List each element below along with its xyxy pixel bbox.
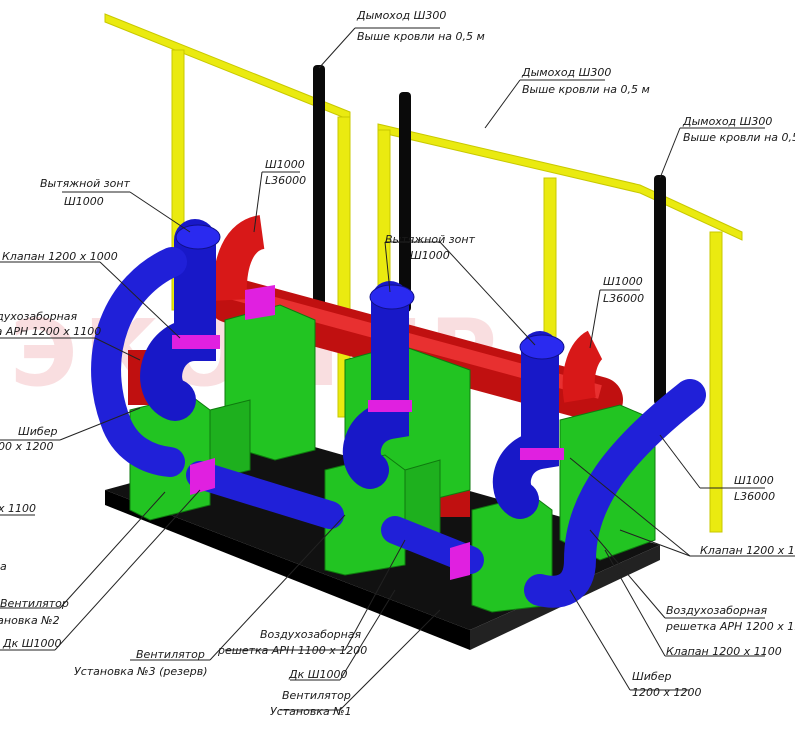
- leader-lines: [0, 27, 795, 711]
- chimney-pipe-2: [399, 92, 411, 312]
- chimney-pipe-1: [313, 65, 325, 315]
- exhaust-hood-2: [369, 284, 415, 310]
- label-grille-left-title: Воздухозаборная: [0, 310, 78, 323]
- label-valve-right-top: Клапан 1200 х 1000: [700, 544, 795, 557]
- label-duct-red-3-length: L36000: [734, 490, 776, 503]
- label-hood-2-title: Вытяжной зонт: [385, 233, 475, 246]
- label-hood-1-size: Ш1000: [64, 195, 104, 208]
- label-size-left: х 1100: [0, 502, 37, 515]
- label-fan-2-unit: Установка №2: [0, 614, 60, 627]
- label-dk-mid: Дк Ш1000: [289, 668, 348, 681]
- label-fan-3-title: Вентилятор: [136, 648, 205, 661]
- label-grille-mid-size: решетка АРН 1100 х 1200: [218, 644, 368, 657]
- label-grille-left-size: решетка АРН 1200 х 1100: [0, 325, 102, 338]
- base-platform-front: [105, 490, 470, 650]
- label-grille-mid-title: Воздухозаборная: [260, 628, 362, 641]
- label-damper-right-title: Шибер: [632, 670, 672, 683]
- label-fan-3-unit: Установка №3 (резерв): [74, 665, 208, 678]
- label-fan-1-unit: Установка №1: [270, 705, 352, 718]
- label-duct-red-1-length: L36000: [265, 174, 307, 187]
- label-valve-left: Клапан 1200 х 1000: [2, 250, 118, 263]
- chimney-pipe-3: [654, 175, 666, 405]
- label-damper-left-title: Шибер: [18, 425, 58, 438]
- label-valve-right-bottom: Клапан 1200 х 1100: [666, 645, 782, 658]
- exhaust-hood-1: [175, 224, 221, 250]
- label-fan-1-title: Вентилятор: [282, 689, 351, 702]
- label-chimney-1-title: Дымоход Ш300: [357, 9, 447, 22]
- label-damper-left-size: 1200 х 1200: [0, 440, 54, 453]
- label-damper-right-size: 1200 х 1200: [632, 686, 702, 699]
- label-fan-2-title: Вентилятор: [0, 597, 69, 610]
- label-chimney-3-note: Выше кровли на 0,5 м: [683, 131, 795, 144]
- label-fragment-left: а: [0, 560, 7, 573]
- label-duct-red-2-length: L36000: [603, 292, 645, 305]
- label-duct-red-3-diameter: Ш1000: [734, 474, 774, 487]
- label-chimney-2-title: Дымоход Ш300: [522, 66, 612, 79]
- label-dk-left: Дк Ш1000: [3, 637, 62, 650]
- label-hood-2-size: Ш1000: [410, 249, 450, 262]
- label-grille-right-title: Воздухозаборная: [666, 604, 768, 617]
- label-grille-right-size: решетка АРН 1200 х 1100: [666, 620, 795, 633]
- label-chimney-1-note: Выше кровли на 0,5 м: [357, 30, 485, 43]
- label-hood-1-title: Вытяжной зонт: [40, 177, 130, 190]
- exhaust-hood-3: [519, 334, 565, 360]
- label-duct-red-2-diameter: Ш1000: [603, 275, 643, 288]
- label-chimney-2-note: Выше кровли на 0,5 м: [522, 83, 650, 96]
- label-chimney-3-title: Дымоход Ш300: [683, 115, 773, 128]
- dampers: [172, 285, 564, 580]
- label-duct-red-1-diameter: Ш1000: [265, 158, 305, 171]
